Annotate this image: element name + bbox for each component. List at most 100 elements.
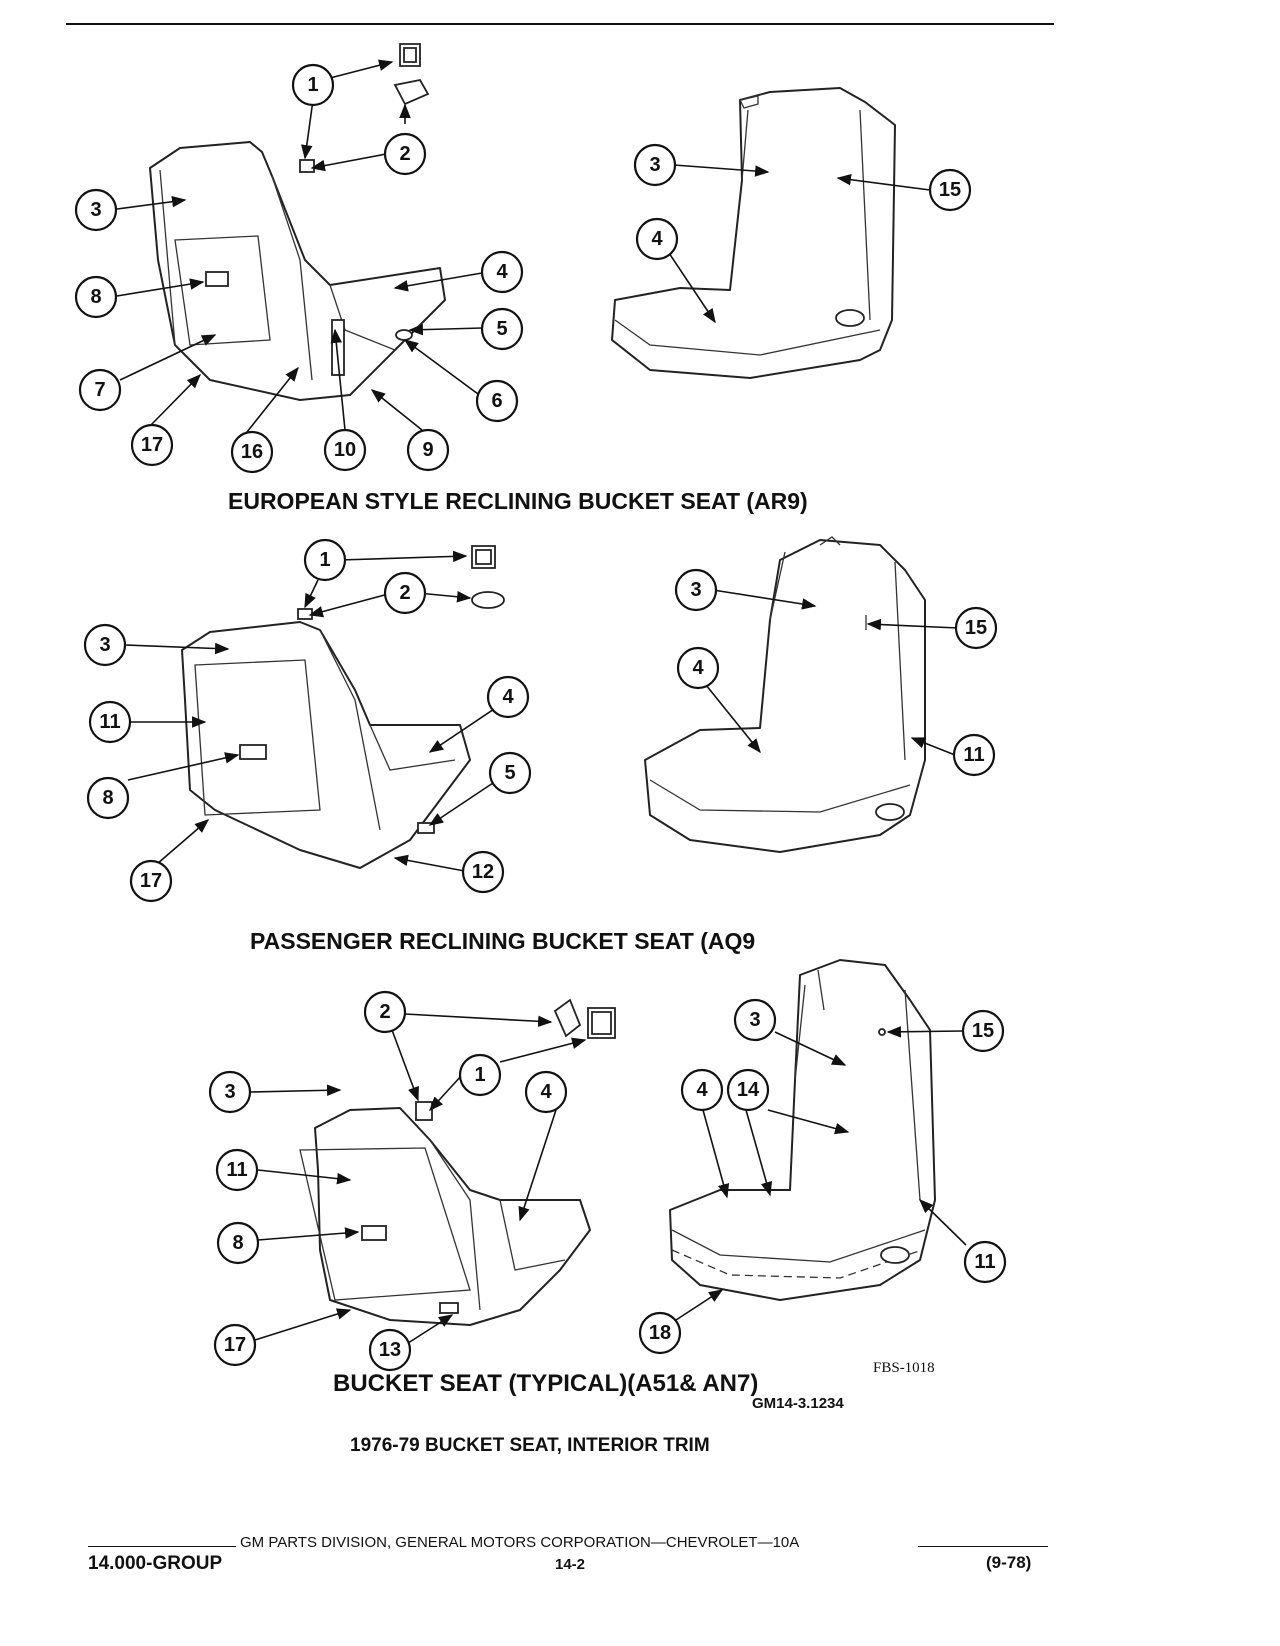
callout-8: 8 [74, 275, 118, 319]
callout-5: 5 [488, 751, 532, 795]
top-rule [66, 23, 1054, 25]
callout-13: 13 [368, 1328, 412, 1372]
svg-text:13: 13 [379, 1339, 401, 1361]
svg-text:3: 3 [749, 1009, 760, 1031]
svg-text:15: 15 [972, 1020, 994, 1042]
svg-text:3: 3 [649, 154, 660, 176]
callout-1: 1 [303, 538, 347, 582]
footer-revision: (9-78) [986, 1553, 1032, 1572]
typical-front-callouts: 3 15 4 14 11 18 [638, 998, 1007, 1355]
svg-text:8: 8 [102, 787, 113, 809]
svg-text:18: 18 [649, 1322, 671, 1344]
svg-text:11: 11 [99, 711, 120, 733]
footer-rule-left [88, 1546, 236, 1547]
callout-3: 3 [633, 143, 677, 187]
svg-text:12: 12 [472, 861, 494, 883]
callout-4: 4 [480, 250, 524, 294]
svg-text:17: 17 [141, 434, 163, 456]
callout-4: 4 [486, 675, 530, 719]
european-rear-headrest-escutcheon [299, 159, 315, 173]
svg-text:2: 2 [379, 1001, 390, 1023]
callout-2: 2 [383, 571, 427, 615]
european-rear-seat-drawing [149, 43, 446, 401]
footer-publisher-line: GM PARTS DIVISION, GENERAL MOTORS CORPOR… [240, 1534, 800, 1551]
callout-3: 3 [83, 623, 127, 667]
svg-text:5: 5 [496, 318, 507, 340]
callout-3: 3 [208, 1070, 252, 1114]
typical-rear-callouts: 2 1 3 4 11 8 17 13 [208, 990, 568, 1372]
callout-4: 4 [676, 646, 720, 690]
typical-front-seat-drawing [669, 959, 936, 1301]
callout-1: 1 [291, 63, 335, 107]
svg-text:4: 4 [502, 686, 514, 708]
callout-4: 4 [524, 1070, 568, 1114]
footer-page-number: 14-2 [555, 1556, 586, 1573]
svg-text:3: 3 [690, 579, 701, 601]
svg-text:7: 7 [94, 379, 105, 401]
svg-text:17: 17 [140, 870, 162, 892]
european-rear-back-panel-clip [205, 271, 229, 287]
callout-4: 4 [635, 217, 679, 261]
callout-3: 3 [674, 568, 718, 612]
callout-1: 1 [458, 1053, 502, 1097]
callout-17: 17 [130, 423, 174, 467]
svg-text:15: 15 [939, 179, 961, 201]
callout-5: 5 [480, 307, 524, 351]
svg-text:4: 4 [696, 1079, 708, 1101]
svg-text:4: 4 [692, 657, 704, 679]
callout-4: 4 [680, 1068, 724, 1112]
callout-14: 14 [726, 1068, 770, 1112]
european-front-callouts: 3 15 4 [633, 143, 972, 261]
figure-code: FBS-1018 [873, 1360, 935, 1376]
svg-text:3: 3 [99, 634, 110, 656]
callout-18: 18 [638, 1311, 682, 1355]
svg-text:9: 9 [422, 439, 433, 461]
svg-text:15: 15 [965, 617, 987, 639]
svg-text:1: 1 [319, 549, 330, 571]
passenger-rear-seat-drawing [181, 545, 505, 869]
callout-8: 8 [216, 1221, 260, 1265]
callout-3: 3 [733, 998, 777, 1042]
passenger-rear-callouts: 1 2 3 4 11 5 8 17 12 [83, 538, 532, 903]
passenger-front-seat-drawing [644, 536, 926, 853]
svg-text:11: 11 [974, 1251, 995, 1273]
callout-10: 10 [323, 428, 367, 472]
callout-8: 8 [86, 776, 130, 820]
callout-17: 17 [213, 1323, 257, 1367]
callout-9: 9 [406, 428, 450, 472]
callout-11: 11 [215, 1148, 259, 1192]
callout-17: 17 [129, 859, 173, 903]
callout-7: 7 [78, 368, 122, 412]
svg-text:8: 8 [232, 1232, 243, 1254]
svg-text:17: 17 [224, 1334, 246, 1356]
svg-text:10: 10 [334, 439, 356, 461]
callout-15: 15 [928, 168, 972, 212]
svg-text:11: 11 [963, 744, 984, 766]
footer-rule-right [918, 1546, 1048, 1547]
svg-text:8: 8 [90, 286, 101, 308]
svg-text:4: 4 [496, 261, 508, 283]
svg-text:3: 3 [90, 199, 101, 221]
callout-16: 16 [230, 430, 274, 474]
section-title-european: EUROPEAN STYLE RECLINING BUCKET SEAT (AR… [228, 488, 808, 514]
figure-title: 1976-79 BUCKET SEAT, INTERIOR TRIM [350, 1435, 710, 1456]
reference-code: GM14-3.1234 [752, 1395, 844, 1412]
european-front-seat-drawing [611, 87, 896, 379]
svg-text:6: 6 [491, 390, 502, 412]
svg-text:16: 16 [241, 441, 263, 463]
svg-text:14: 14 [737, 1079, 760, 1101]
svg-text:4: 4 [651, 228, 663, 250]
footer-group: 14.000-GROUP [88, 1553, 223, 1574]
callout-11: 11 [88, 700, 132, 744]
typical-rear-seat-drawing [299, 998, 616, 1326]
svg-text:2: 2 [399, 143, 410, 165]
callout-15: 15 [954, 606, 998, 650]
callout-11: 11 [963, 1240, 1007, 1284]
callout-2: 2 [363, 990, 407, 1034]
section-title-typical: BUCKET SEAT (TYPICAL)(A51& AN7) [333, 1370, 759, 1397]
svg-text:3: 3 [224, 1081, 235, 1103]
svg-text:11: 11 [226, 1159, 247, 1181]
callout-11: 11 [952, 733, 996, 777]
callout-6: 6 [475, 379, 519, 423]
